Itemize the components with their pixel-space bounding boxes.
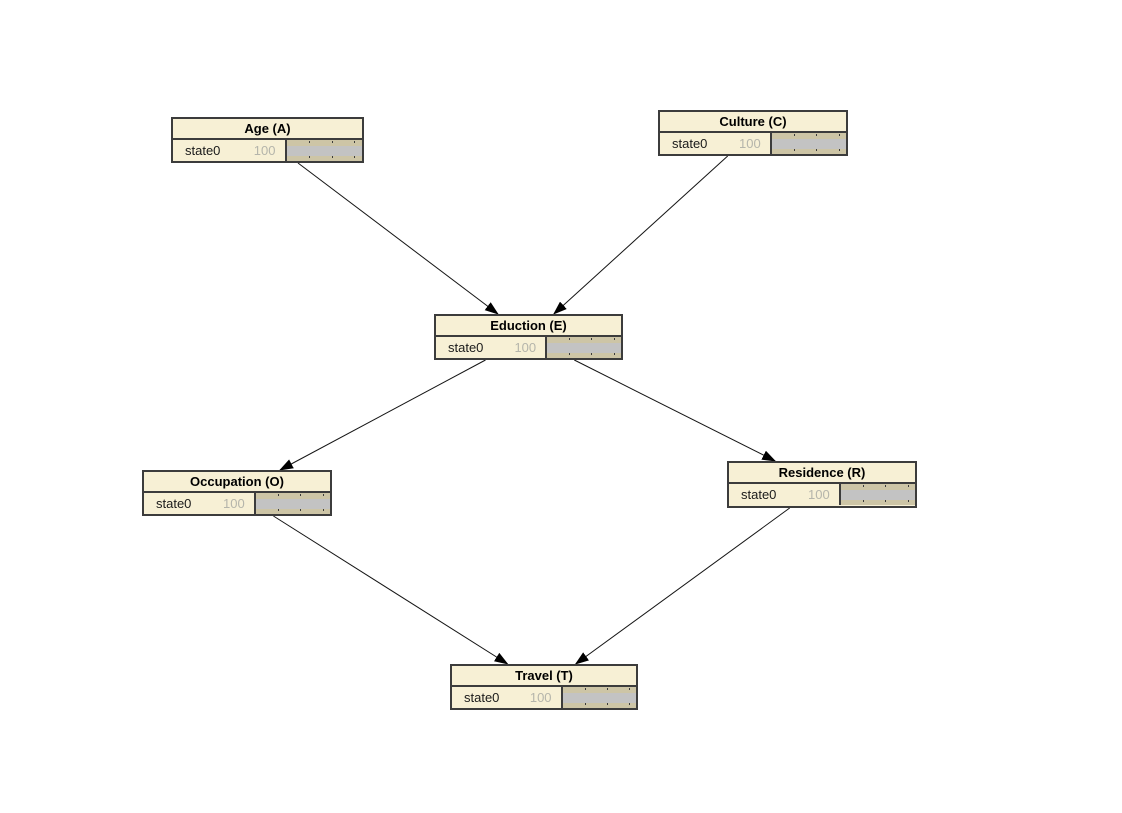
node-state-row: state0 100 <box>452 687 636 708</box>
belief-bar-area <box>560 687 636 708</box>
node-state-row: state0 100 <box>144 493 330 514</box>
belief-bar-area <box>284 140 362 161</box>
edge-occupation-to-travel <box>273 515 509 665</box>
belief-bar-area <box>253 493 330 514</box>
state-name: state0 <box>672 136 708 151</box>
edge-age-to-eduction <box>297 162 499 315</box>
state-label-zone: state0 100 <box>436 337 545 358</box>
state-label-zone: state0 100 <box>660 133 770 154</box>
node-state-row: state0 100 <box>173 140 362 161</box>
belief-bar <box>547 342 621 353</box>
network-node-occupation[interactable]: Occupation (O) state0 100 <box>142 470 332 516</box>
node-title: Culture (C) <box>660 112 846 133</box>
node-title: Age (A) <box>173 119 362 140</box>
node-title: Travel (T) <box>452 666 636 687</box>
belief-bar <box>286 145 362 156</box>
state-name: state0 <box>156 496 192 511</box>
state-probability: 100 <box>739 136 761 151</box>
belief-bar <box>562 692 636 703</box>
state-probability: 100 <box>514 340 537 355</box>
node-state-row: state0 100 <box>436 337 621 358</box>
state-name: state0 <box>448 340 484 355</box>
network-node-eduction[interactable]: Eduction (E) state0 100 <box>434 314 623 360</box>
edge-eduction-to-occupation <box>279 359 486 471</box>
state-probability: 100 <box>529 690 552 705</box>
network-node-residence[interactable]: Residence (R) state0 100 <box>727 461 917 508</box>
state-name: state0 <box>185 143 221 158</box>
node-title: Occupation (O) <box>144 472 330 493</box>
state-label-zone: state0 100 <box>452 687 561 708</box>
node-state-row: state0 100 <box>660 133 846 154</box>
edge-culture-to-eduction <box>553 155 729 315</box>
network-node-culture[interactable]: Culture (C) state0 100 <box>658 110 848 156</box>
state-probability: 100 <box>253 143 276 158</box>
state-label-zone: state0 100 <box>144 493 254 514</box>
network-node-age[interactable]: Age (A) state0 100 <box>171 117 364 163</box>
state-name: state0 <box>741 487 777 502</box>
belief-bar <box>255 498 330 509</box>
node-state-row: state0 100 <box>729 484 915 505</box>
belief-bar <box>840 489 915 500</box>
state-probability: 100 <box>223 496 245 511</box>
state-name: state0 <box>464 690 500 705</box>
belief-bar-area <box>769 133 846 154</box>
edge-eduction-to-residence <box>574 359 777 462</box>
state-label-zone: state0 100 <box>729 484 839 505</box>
network-node-travel[interactable]: Travel (T) state0 100 <box>450 664 638 710</box>
belief-bar <box>771 138 846 149</box>
state-probability: 100 <box>808 487 830 502</box>
node-title: Residence (R) <box>729 463 915 484</box>
belief-bar-area <box>545 337 621 358</box>
edge-residence-to-travel <box>574 507 790 665</box>
state-label-zone: state0 100 <box>173 140 285 161</box>
node-title: Eduction (E) <box>436 316 621 337</box>
belief-bar-area <box>838 484 915 505</box>
